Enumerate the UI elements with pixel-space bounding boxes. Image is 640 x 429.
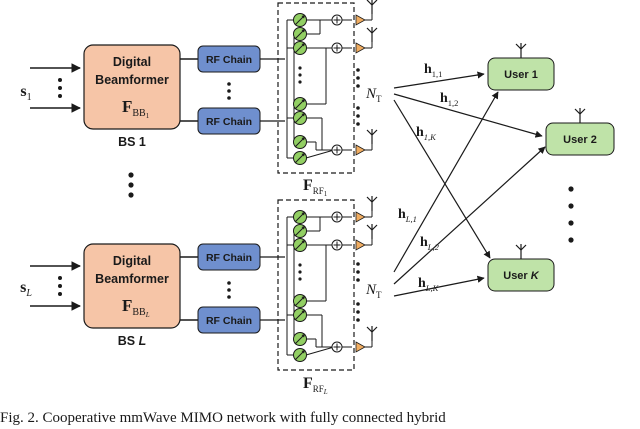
hL1-label: hL,1: [398, 207, 417, 224]
bsL-rf-chain-bottom-label: RF Chain: [206, 315, 252, 327]
bsL-rf-chain-top-label: RF Chain: [206, 252, 252, 264]
bsL-frf-label: FRFL: [303, 375, 328, 396]
figure-caption: Fig. 2. Cooperative mmWave MIMO network …: [0, 410, 446, 426]
h1K-label: h1,K: [416, 125, 437, 142]
bsL-fbb-label: FBBL: [122, 296, 150, 319]
bsL-amplifier-1: [355, 211, 366, 223]
users-group: User 1 User 2 User K: [487, 42, 615, 292]
userK-antenna-icon: [515, 243, 527, 260]
user2-label: User 2: [563, 134, 597, 146]
bsL-amplifier-2: [355, 239, 366, 251]
bs1-combiner-1: [331, 14, 343, 26]
userK-label: User K: [503, 270, 540, 282]
bsL-stream-dots: [58, 276, 62, 296]
bsL-antenna-1-icon: [366, 195, 378, 212]
bs1-rf-dots: [227, 82, 231, 100]
bsL-digital-beamformer[interactable]: [83, 243, 181, 329]
bsL-phase-shifter-1: [293, 210, 307, 224]
user1-antenna-icon: [515, 42, 527, 59]
arrow-h1K: [393, 99, 491, 259]
user1-node[interactable]: [487, 57, 555, 91]
bs1-fbb-label: FBB1: [122, 97, 150, 120]
arrow-hL1: [393, 91, 499, 273]
userK-node[interactable]: [487, 258, 555, 292]
bs-separator-dots: [128, 172, 134, 198]
bsL-combiner-1: [331, 211, 343, 223]
arrow-hLK: [393, 275, 485, 297]
bs1-frf-label: FRF1: [303, 177, 328, 198]
bs1-amplifier-2: [355, 42, 366, 54]
bsL-ps-dots: [298, 263, 302, 281]
hLK-label: hL,K: [418, 276, 440, 293]
bs1-beamformer-line1: Digital: [113, 55, 151, 69]
bsL-combiner-3: [331, 341, 343, 353]
bs1-ps-dots: [298, 66, 302, 84]
system-diagram: s1 Digital Beamformer FBB1 BS 1 RF Chain…: [20, 0, 615, 396]
bsL-phase-shifter-2: [293, 224, 307, 238]
bsL-beamformer-line2: Beamformer: [95, 272, 169, 286]
bs1-label: BS 1: [118, 135, 146, 149]
user2-node[interactable]: [545, 122, 615, 156]
bsL-phase-shifter-5: [293, 308, 307, 322]
bs1-group: s1 Digital Beamformer FBB1 BS 1 RF Chain…: [20, 0, 382, 198]
bsL-combiner-2: [331, 239, 343, 251]
bs1-phase-shifter-5: [293, 111, 307, 125]
arrow-hL2: [393, 146, 546, 285]
hL2-label: hL,2: [420, 235, 440, 252]
h11-label: h1,1: [424, 62, 442, 79]
bs1-antenna-2-icon: [366, 26, 378, 43]
bsL-antenna-3-icon: [366, 325, 378, 342]
bs1-stream-dots: [58, 78, 62, 98]
bs1-phase-shifter-2: [293, 27, 307, 41]
bs1-antenna-1-icon: [366, 0, 378, 15]
arrow-h12: [393, 93, 543, 138]
bs1-stream-label: s1: [20, 83, 31, 103]
bsL-label: BS L: [118, 334, 146, 348]
bs1-antenna-3-icon: [366, 128, 378, 145]
bs1-combiner-2: [331, 42, 343, 54]
user-dots: [568, 186, 574, 243]
bsL-antenna-2-icon: [366, 223, 378, 240]
user1-label: User 1: [504, 69, 538, 81]
bsL-beamformer-line1: Digital: [113, 254, 151, 268]
bs1-digital-beamformer[interactable]: [83, 44, 181, 130]
bs1-phase-shifter-4: [293, 97, 307, 111]
bsL-phase-shifter-6: [293, 332, 307, 346]
bs1-antenna-dots: [356, 68, 360, 126]
arrow-h11: [393, 71, 485, 89]
bs1-combiner-3: [331, 144, 343, 156]
bsL-amplifier-3: [355, 341, 366, 353]
bsL-stream-label: sL: [20, 279, 32, 299]
bs1-phase-shifter-1: [293, 13, 307, 27]
bsL-group: sL Digital Beamformer FBBL BS L RF Chain…: [20, 195, 382, 396]
bsL-phase-shifter-4: [293, 294, 307, 308]
channel-arrows: [393, 71, 546, 297]
bsL-nt-label: NT: [365, 282, 382, 300]
bsL-rf-dots: [227, 281, 231, 299]
bsL-phase-shifter-7: [293, 348, 307, 362]
h12-label: h1,2: [440, 91, 458, 108]
bs1-phase-shifter-7: [293, 151, 307, 165]
bs1-amplifier-3: [355, 144, 366, 156]
bs1-rf-chain-bottom-label: RF Chain: [206, 116, 252, 128]
bs1-nt-label: NT: [365, 86, 382, 104]
user2-antenna-icon: [574, 107, 586, 124]
bs1-phase-shifter-6: [293, 135, 307, 149]
bs1-beamformer-line2: Beamformer: [95, 73, 169, 87]
bs1-phase-shifter-3: [293, 41, 307, 55]
bs1-rf-chain-top-label: RF Chain: [206, 54, 252, 66]
bs1-amplifier-1: [355, 14, 366, 26]
bsL-phase-shifter-3: [293, 238, 307, 252]
bsL-antenna-dots: [356, 262, 360, 322]
bs1-analog-precoder-box: [277, 2, 355, 174]
bsL-analog-precoder-box: [277, 199, 355, 371]
